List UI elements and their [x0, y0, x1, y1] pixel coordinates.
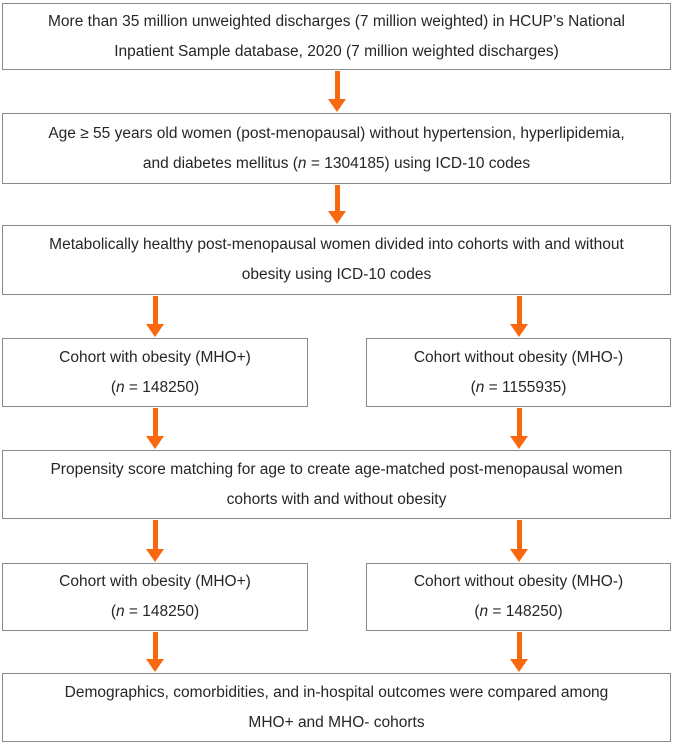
- text-segment: and diabetes mellitus (: [142, 154, 298, 172]
- text-segment: = 1304185) using ICD-10 codes: [306, 154, 531, 172]
- arrow-shaft: [516, 296, 522, 324]
- text-line: obesity using ICD-10 codes: [242, 260, 432, 290]
- arrow-shaft: [152, 632, 158, 659]
- text-line: Metabolically healthy post-menopausal wo…: [49, 230, 624, 260]
- text-segment: (: [474, 603, 480, 620]
- arrow-head-icon: [146, 324, 164, 337]
- flow-box-mho-plus-matched: Cohort with obesity (MHO+) (n = 148250): [2, 563, 308, 631]
- text-segment: Demographics, comorbidities, and in-hosp…: [64, 683, 609, 701]
- text-segment: (: [110, 378, 116, 396]
- italic-text-segment: n: [475, 378, 485, 396]
- flow-box-propensity-matching: Propensity score matching for age to cre…: [2, 450, 671, 519]
- italic-text-segment: n: [479, 603, 489, 620]
- text-line: Cohort with obesity (MHO+): [59, 343, 251, 373]
- flow-box-mho-minus-matched: Cohort without obesity (MHO-) (n = 148250…: [366, 563, 671, 631]
- down-arrow: [328, 185, 346, 224]
- text-segment: More than 35 million unweighted discharg…: [48, 12, 625, 30]
- text-line: MHO+ and MHO- cohorts: [248, 708, 424, 738]
- text-segment: = 148250): [124, 603, 200, 620]
- text-segment: Cohort with obesity (MHO+): [59, 348, 251, 366]
- arrow-shaft: [152, 520, 158, 549]
- text-segment: = 148250): [124, 378, 200, 396]
- italic-text-segment: n: [115, 378, 125, 396]
- text-line: Propensity score matching for age to cre…: [50, 455, 622, 485]
- down-arrow: [510, 296, 528, 337]
- arrow-head-icon: [328, 211, 346, 224]
- text-line: (n = 148250): [111, 373, 199, 403]
- text-line: cohorts with and without obesity: [227, 485, 447, 515]
- down-arrow: [510, 520, 528, 562]
- arrow-head-icon: [146, 549, 164, 562]
- text-line: Inpatient Sample database, 2020 (7 milli…: [114, 37, 559, 67]
- text-segment: = 1155935): [484, 378, 567, 396]
- text-segment: (: [470, 378, 476, 396]
- italic-text-segment: n: [115, 603, 125, 620]
- text-line: (n = 148250): [111, 597, 199, 627]
- text-segment: Age ≥ 55 years old women (post-menopausa…: [48, 124, 625, 142]
- arrow-head-icon: [146, 659, 164, 672]
- arrow-shaft: [334, 185, 340, 211]
- text-segment: MHO+ and MHO- cohorts: [248, 713, 425, 731]
- down-arrow: [510, 632, 528, 672]
- flow-box-mho-minus-initial: Cohort without obesity (MHO-) (n = 115593…: [366, 338, 671, 407]
- text-line: Cohort without obesity (MHO-): [414, 343, 623, 373]
- text-segment: Metabolically healthy post-menopausal wo…: [49, 236, 624, 253]
- flow-box-outcomes-comparison: Demographics, comorbidities, and in-hosp…: [2, 673, 671, 742]
- arrow-shaft: [516, 408, 522, 436]
- text-line: More than 35 million unweighted discharg…: [48, 7, 625, 37]
- text-segment: cohorts with and without obesity: [226, 490, 447, 508]
- text-segment: Cohort with obesity (MHO+): [59, 573, 251, 590]
- text-line: Demographics, comorbidities, and in-hosp…: [65, 678, 609, 708]
- arrow-head-icon: [510, 549, 528, 562]
- down-arrow: [328, 71, 346, 112]
- arrow-head-icon: [328, 99, 346, 112]
- text-segment: Cohort without obesity (MHO-): [413, 573, 624, 590]
- down-arrow: [146, 408, 164, 449]
- down-arrow: [510, 408, 528, 449]
- text-line: Age ≥ 55 years old women (post-menopausa…: [48, 119, 624, 149]
- arrow-shaft: [152, 296, 158, 324]
- arrow-head-icon: [510, 659, 528, 672]
- text-segment: Inpatient Sample database, 2020 (7 milli…: [114, 42, 559, 60]
- arrow-shaft: [334, 71, 340, 99]
- flow-box-mho-plus-initial: Cohort with obesity (MHO+) (n = 148250): [2, 338, 308, 407]
- arrow-head-icon: [510, 324, 528, 337]
- flow-box-age-criteria: Age ≥ 55 years old women (post-menopausa…: [2, 113, 671, 184]
- arrow-shaft: [516, 520, 522, 549]
- down-arrow: [146, 296, 164, 337]
- down-arrow: [146, 632, 164, 672]
- arrow-head-icon: [510, 436, 528, 449]
- text-segment: (: [110, 603, 116, 620]
- flow-box-cohort-division: Metabolically healthy post-menopausal wo…: [2, 225, 671, 295]
- arrow-head-icon: [146, 436, 164, 449]
- down-arrow: [146, 520, 164, 562]
- text-line: and diabetes mellitus (n = 1304185) usin…: [143, 149, 530, 179]
- text-segment: = 148250): [488, 603, 563, 620]
- text-line: (n = 1155935): [471, 373, 567, 403]
- text-line: (n = 148250): [474, 597, 562, 627]
- text-segment: obesity using ICD-10 codes: [241, 266, 432, 283]
- italic-text-segment: n: [297, 154, 307, 172]
- arrow-shaft: [516, 632, 522, 659]
- text-segment: Cohort without obesity (MHO-): [413, 348, 624, 366]
- flow-box-nis-database: More than 35 million unweighted discharg…: [2, 3, 671, 70]
- text-segment: Propensity score matching for age to cre…: [50, 460, 623, 478]
- text-line: Cohort without obesity (MHO-): [414, 567, 623, 597]
- text-line: Cohort with obesity (MHO+): [59, 567, 251, 597]
- arrow-shaft: [152, 408, 158, 436]
